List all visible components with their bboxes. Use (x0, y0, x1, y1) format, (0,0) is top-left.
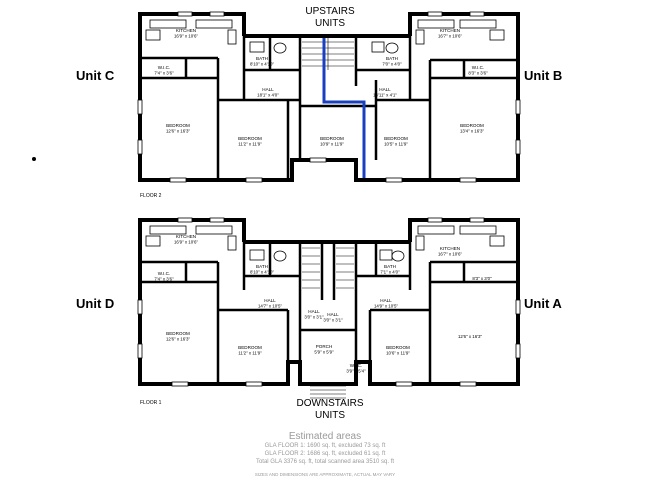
upper-outer-walls (138, 12, 520, 182)
lower-room-name-6: BEDROOM (166, 331, 190, 336)
lower-room-dims-1: 7'4" x 3'6" (154, 277, 174, 282)
lower-room-dims-4: 3'0" x 3'1" (304, 315, 324, 320)
upper-room-dims-12: 13'4" x 16'3" (460, 129, 485, 134)
upper-room-dims-10: 16'7" x 10'6" (438, 34, 463, 39)
lower-room-name-3: HALL (264, 298, 276, 303)
upper-room-dims-0: 16'9" x 10'6" (174, 34, 199, 39)
lower-room-dims-0: 16'9" x 10'6" (174, 240, 199, 245)
lower-room-dims-5: 3'0" x 3'1" (323, 318, 343, 323)
lower-room-name-1: W.I.C. (158, 271, 171, 276)
unit-d-label: Unit D (76, 296, 115, 311)
floor-2-label: FLOOR 2 (140, 193, 162, 199)
upper-room-name-9: BATH (386, 56, 398, 61)
upper-room-name-11: W.I.C. (472, 65, 485, 70)
unit-a-label: Unit A (524, 296, 562, 311)
lower-room-name-13: KITCHEN (440, 246, 460, 251)
upper-room-dims-11: 8'3" x 3'6" (468, 71, 488, 76)
upstairs-heading-line2: UNITS (315, 18, 345, 29)
upper-room-dims-6: 10'9" x 11'9" (320, 142, 344, 147)
floor-1-label: FLOOR 1 (140, 400, 162, 406)
downstairs-heading-line2: UNITS (315, 410, 345, 421)
downstairs-heading-line1: DOWNSTAIRS (296, 398, 364, 409)
lower-room-dims-13: 16'7" x 10'6" (438, 252, 463, 257)
lower-room-dims-14: 8'3" x 3'0" (472, 276, 492, 281)
lower-room-dims-9: 3'9" x 5'4" (346, 369, 366, 374)
area-line-3: Total GLA 3376 sq. ft, total scanned are… (255, 459, 395, 465)
upper-room-name-1: W.I.C. (158, 65, 171, 70)
upper-room-dims-4: 12'6" x 16'3" (166, 129, 191, 134)
upper-room-dims-2: 8'10" x 4'10" (250, 62, 275, 67)
lower-room-name-12: BATH (384, 264, 396, 269)
area-line-1: GLA FLOOR 1: 1690 sq. ft, excluded 73 sq… (264, 443, 386, 449)
lower-room-name-0: KITCHEN (176, 234, 196, 239)
upper-room-dims-7: 10'5" x 11'9" (384, 142, 408, 147)
upper-room-name-5: BEDROOM (238, 136, 262, 141)
lower-fixtures (145, 225, 505, 262)
unit-c-label: Unit C (76, 68, 115, 83)
lower-room-dims-3: 14'7" x 10'5" (258, 304, 283, 309)
area-line-2: GLA FLOOR 2: 1686 sq. ft, excluded 61 sq… (264, 451, 386, 457)
lower-floor-plan (137, 217, 521, 399)
upper-room-name-6: BEDROOM (320, 136, 344, 141)
upstairs-heading-line1: UPSTAIRS (305, 6, 355, 17)
disclaimer: SIZES AND DIMENSIONS ARE APPROXIMATE, AC… (254, 472, 396, 477)
upper-room-dims-1: 7'4" x 3'6" (154, 71, 174, 76)
lower-room-dims-10: 10'6" x 11'9" (386, 351, 410, 356)
lower-room-dims-6: 12'6" x 16'3" (166, 337, 191, 342)
lower-room-name-2: BATH (256, 264, 268, 269)
upper-room-dims-3: 18'1" x 4'0" (257, 93, 279, 98)
lower-room-name-9: W.I.C. (350, 363, 363, 368)
lower-room-name-11: HALL (380, 298, 392, 303)
lower-room-dims-7: 11'2" x 11'9" (238, 351, 262, 356)
lower-room-dims-8: 5'9" x 5'9" (314, 350, 334, 355)
lower-room-name-7: BEDROOM (238, 345, 262, 350)
downstairs-heading: DOWNSTAIRS UNITS (280, 398, 380, 422)
upper-room-name-8: HALL (379, 87, 391, 92)
upper-room-dims-5: 11'2" x 11'9" (238, 142, 262, 147)
lower-stairs (302, 247, 354, 399)
lower-interior-walls (140, 242, 518, 384)
upstairs-heading: UPSTAIRS UNITS (290, 6, 370, 30)
upper-floor-plan (137, 11, 521, 183)
lower-room-name-4: HALL (308, 309, 320, 314)
upper-room-dims-9: 7'0" x 4'0" (382, 62, 402, 67)
upper-interior-walls (140, 36, 518, 180)
lower-room-dims-15: 12'6" x 16'3" (458, 334, 483, 339)
marker-dot (32, 157, 36, 161)
lower-room-name-8: PORCH (316, 344, 333, 349)
upper-room-name-4: BEDROOM (166, 123, 190, 128)
lower-room-dims-12: 7'1" x 4'0" (380, 270, 400, 275)
upper-room-name-2: BATH (256, 56, 268, 61)
upper-stairs (302, 36, 354, 70)
upper-room-name-12: BEDROOM (460, 123, 484, 128)
upper-fixtures (145, 19, 505, 54)
lower-outer-walls (138, 218, 520, 386)
lower-room-name-10: BEDROOM (386, 345, 410, 350)
lower-room-dims-11: 14'9" x 10'5" (374, 304, 399, 309)
upper-room-name-7: BEDROOM (384, 136, 408, 141)
upper-room-dims-8: 13'11" x 4'1" (373, 93, 397, 98)
upper-room-name-3: HALL (262, 87, 274, 92)
upper-room-name-0: KITCHEN (176, 28, 196, 33)
lower-room-name-5: HALL (327, 312, 339, 317)
lower-room-dims-2: 8'10" x 4'10" (250, 270, 275, 275)
estimated-areas-title: Estimated areas (288, 431, 362, 442)
lower-windows (137, 217, 521, 387)
unit-divider-line (322, 38, 366, 178)
unit-b-label: Unit B (524, 68, 563, 83)
upper-room-name-10: KITCHEN (440, 28, 460, 33)
upper-windows (137, 11, 521, 183)
